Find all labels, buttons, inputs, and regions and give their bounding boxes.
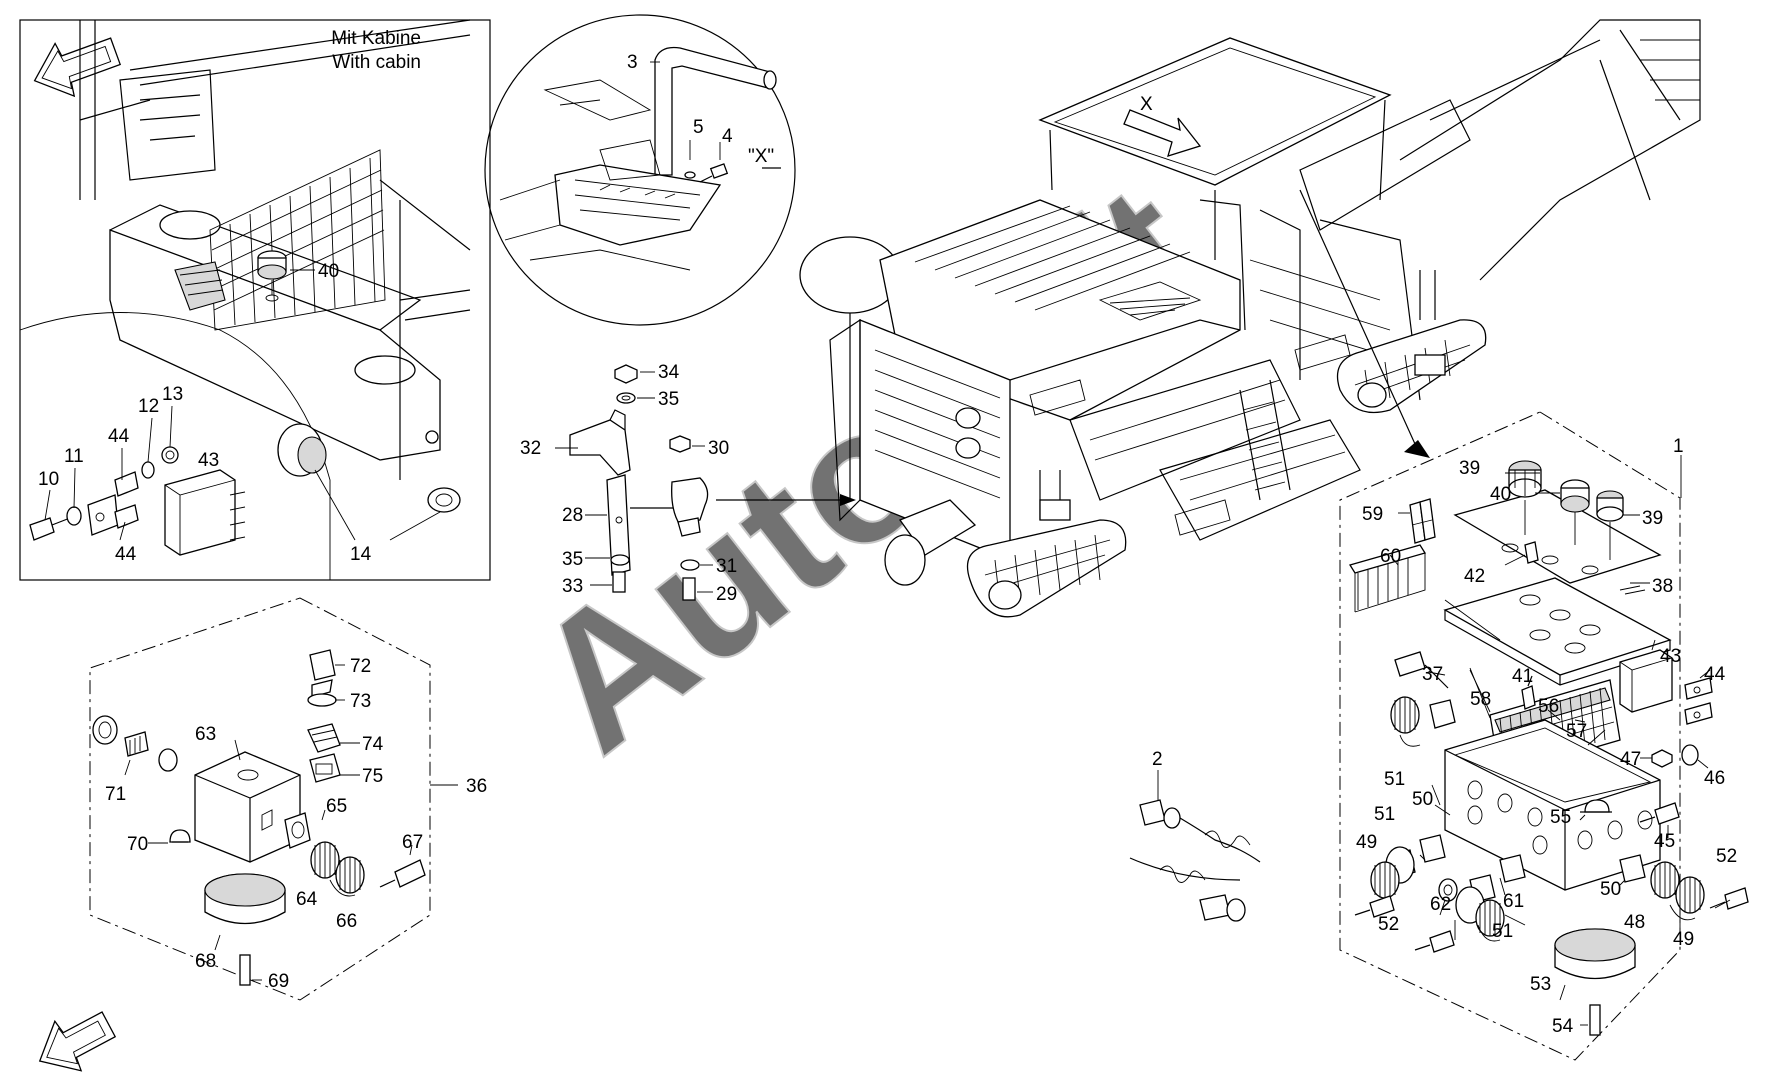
- callout-52-left: 52: [1378, 914, 1399, 935]
- cable-assembly-2: [1129, 770, 1261, 922]
- callout-59: 59: [1362, 504, 1383, 525]
- callout-41: 41: [1512, 666, 1533, 687]
- callout-64: 64: [296, 889, 318, 910]
- callout-49-right: 49: [1673, 929, 1694, 950]
- callout-1: 1: [1673, 436, 1684, 457]
- callout-75: 75: [362, 766, 383, 787]
- rear-right-track: [1336, 270, 1487, 414]
- inset-title-en: With cabin: [332, 52, 421, 73]
- callout-39-left: 39: [1459, 458, 1480, 479]
- callout-51-bottom: 51: [1492, 921, 1513, 942]
- view-x-arrow: X: [1123, 94, 1202, 157]
- direction-arrow-bottom: [38, 1011, 117, 1072]
- callout-71: 71: [105, 784, 126, 805]
- callout-50-right: 50: [1600, 879, 1621, 900]
- callout-63: 63: [195, 724, 216, 745]
- callout-4: 4: [722, 126, 733, 147]
- callout-2: 2: [1152, 749, 1163, 770]
- callout-31: 31: [716, 556, 737, 577]
- callout-68: 68: [195, 951, 216, 972]
- callout-58: 58: [1470, 689, 1491, 710]
- callout-47: 47: [1620, 749, 1641, 770]
- cabin-structure: [19, 19, 471, 580]
- control-box-36: [89, 597, 458, 1001]
- callout-3: 3: [627, 52, 638, 73]
- callout-57: 57: [1566, 721, 1587, 742]
- callout-67: 67: [402, 832, 423, 853]
- callout-73: 73: [350, 691, 371, 712]
- callout-36: 36: [466, 776, 487, 797]
- view-x-marker: X: [1140, 94, 1153, 115]
- inset-title-de: Mit Kabine: [331, 28, 421, 49]
- callout-61: 61: [1503, 891, 1524, 912]
- callout-14: 14: [350, 544, 372, 565]
- callout-40-inset: 40: [318, 261, 339, 282]
- pointer-to-box-1: [1299, 189, 1421, 456]
- callout-35-top: 35: [658, 389, 679, 410]
- callout-51-mid: 51: [1374, 804, 1395, 825]
- callout-35-bottom: 35: [562, 549, 583, 570]
- inset-frame: [19, 19, 491, 581]
- callout-37: 37: [1422, 664, 1443, 685]
- callout-69: 69: [268, 971, 289, 992]
- detail-view-x: "X": [484, 14, 796, 326]
- detail-view-label: "X": [748, 146, 774, 167]
- callout-53: 53: [1530, 974, 1551, 995]
- cabin-inset: Mit Kabine With cabin: [19, 19, 491, 581]
- callout-43-box: 43: [1660, 646, 1681, 667]
- callout-28: 28: [562, 505, 583, 526]
- callout-62: 62: [1430, 894, 1451, 915]
- callout-65: 65: [326, 796, 347, 817]
- callout-39-right: 39: [1642, 508, 1663, 529]
- callout-54: 54: [1552, 1016, 1574, 1037]
- callout-40-box: 40: [1490, 484, 1511, 505]
- callout-33: 33: [562, 576, 583, 597]
- callout-32: 32: [520, 438, 541, 459]
- callout-45: 45: [1654, 831, 1675, 852]
- callout-30: 30: [708, 438, 729, 459]
- callout-52-right: 52: [1716, 846, 1737, 867]
- callout-70: 70: [127, 834, 148, 855]
- callout-10: 10: [38, 469, 59, 490]
- callout-72: 72: [350, 656, 371, 677]
- callout-11: 11: [64, 446, 84, 467]
- callout-51-top: 51: [1384, 769, 1405, 790]
- bracket-assembly-28-35: [555, 364, 713, 601]
- callout-48: 48: [1624, 912, 1645, 933]
- callout-44-box: 44: [1704, 664, 1726, 685]
- callout-49-left: 49: [1356, 832, 1377, 853]
- callout-60: 60: [1380, 546, 1401, 567]
- part-14-connector: [277, 423, 461, 541]
- callout-66: 66: [336, 911, 357, 932]
- callout-55: 55: [1550, 807, 1571, 828]
- callout-46: 46: [1704, 768, 1725, 789]
- hardware-cluster-10-13: [29, 446, 246, 556]
- callout-38: 38: [1652, 576, 1673, 597]
- callout-42: 42: [1464, 566, 1485, 587]
- front-left-track: [966, 470, 1127, 618]
- callout-13: 13: [162, 384, 183, 405]
- callout-44-inset-bottom: 44: [115, 544, 137, 565]
- callout-43-inset: 43: [198, 450, 219, 471]
- callout-56: 56: [1538, 696, 1559, 717]
- callout-44-inset-top: 44: [108, 426, 130, 447]
- machine-drawing: X: [799, 19, 1701, 618]
- callout-34: 34: [658, 362, 680, 383]
- callout-74: 74: [362, 734, 384, 755]
- callout-29: 29: [716, 584, 737, 605]
- direction-arrow-top: [33, 37, 122, 98]
- part-40-inset: [257, 250, 315, 302]
- callout-50-left: 50: [1412, 789, 1433, 810]
- callout-12: 12: [138, 396, 159, 417]
- callout-5: 5: [693, 117, 704, 138]
- junction-box-assembly-1: [1339, 411, 1749, 1061]
